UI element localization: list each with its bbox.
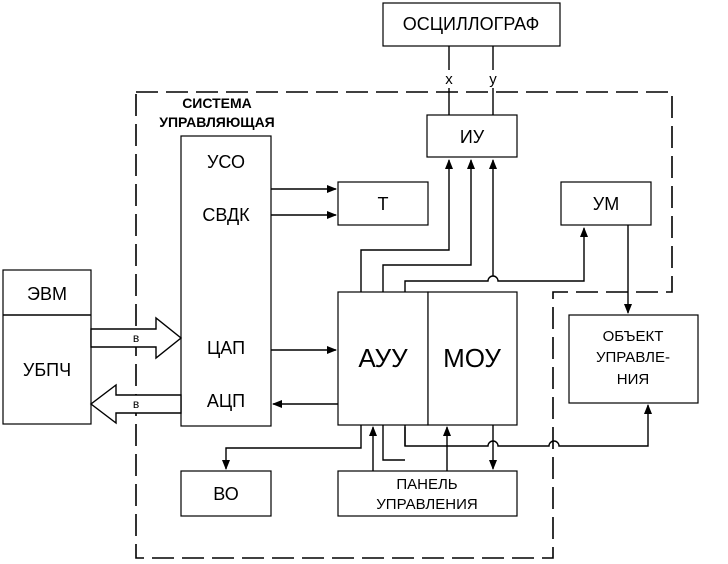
iu-label: ИУ: [460, 127, 485, 147]
system-boundary: [135, 91, 673, 559]
auu-block: [337, 291, 429, 426]
oscillograph-label: ОСЦИЛЛОГРАФ: [403, 14, 540, 34]
system-title-line2: УПРАВЛЯЮЩАЯ: [159, 114, 275, 130]
input-bus-label: в: [133, 331, 139, 345]
t-label: Т: [378, 194, 389, 214]
output-bus-arrow: [89, 383, 182, 425]
input-bus-arrow: [90, 316, 183, 360]
object-label-line2: УПРАВЛЕ-: [596, 349, 670, 366]
x-signal-label: x: [445, 71, 453, 88]
vo-block: [180, 470, 272, 517]
oscillograph-block: [382, 2, 561, 47]
tsap-label: ЦАП: [207, 338, 245, 358]
interface-column: [180, 135, 272, 427]
object-label-line3: НИЯ: [617, 371, 649, 388]
t-block: [337, 181, 429, 226]
control-object-block: [568, 314, 699, 404]
ubpch-label: УБПЧ: [23, 360, 71, 380]
object-label-line1: ОБЪЕКТ: [603, 328, 664, 345]
computer-block: [2, 269, 92, 425]
mou-block: [427, 291, 518, 426]
uso-label: УСО: [207, 152, 245, 172]
um-block: [560, 181, 652, 226]
um-label: УМ: [593, 194, 619, 214]
y-signal-label: y: [489, 71, 497, 88]
panel-label-line2: УПРАВЛЕНИЯ: [376, 496, 477, 513]
vo-label: ВО: [213, 484, 238, 504]
system-title-line1: СИСТЕМА: [182, 95, 252, 111]
mou-label: МОУ: [443, 343, 501, 373]
panel-label-line1: ПАНЕЛЬ: [396, 476, 457, 493]
control-panel-block: [337, 470, 518, 517]
atsp-label: АЦП: [207, 391, 245, 411]
evm-label: ЭВМ: [27, 284, 67, 304]
output-bus-label: в: [133, 397, 139, 411]
iu-block: [426, 114, 518, 158]
svdk-label: СВДК: [202, 205, 250, 225]
auu-label: АУУ: [358, 343, 408, 373]
